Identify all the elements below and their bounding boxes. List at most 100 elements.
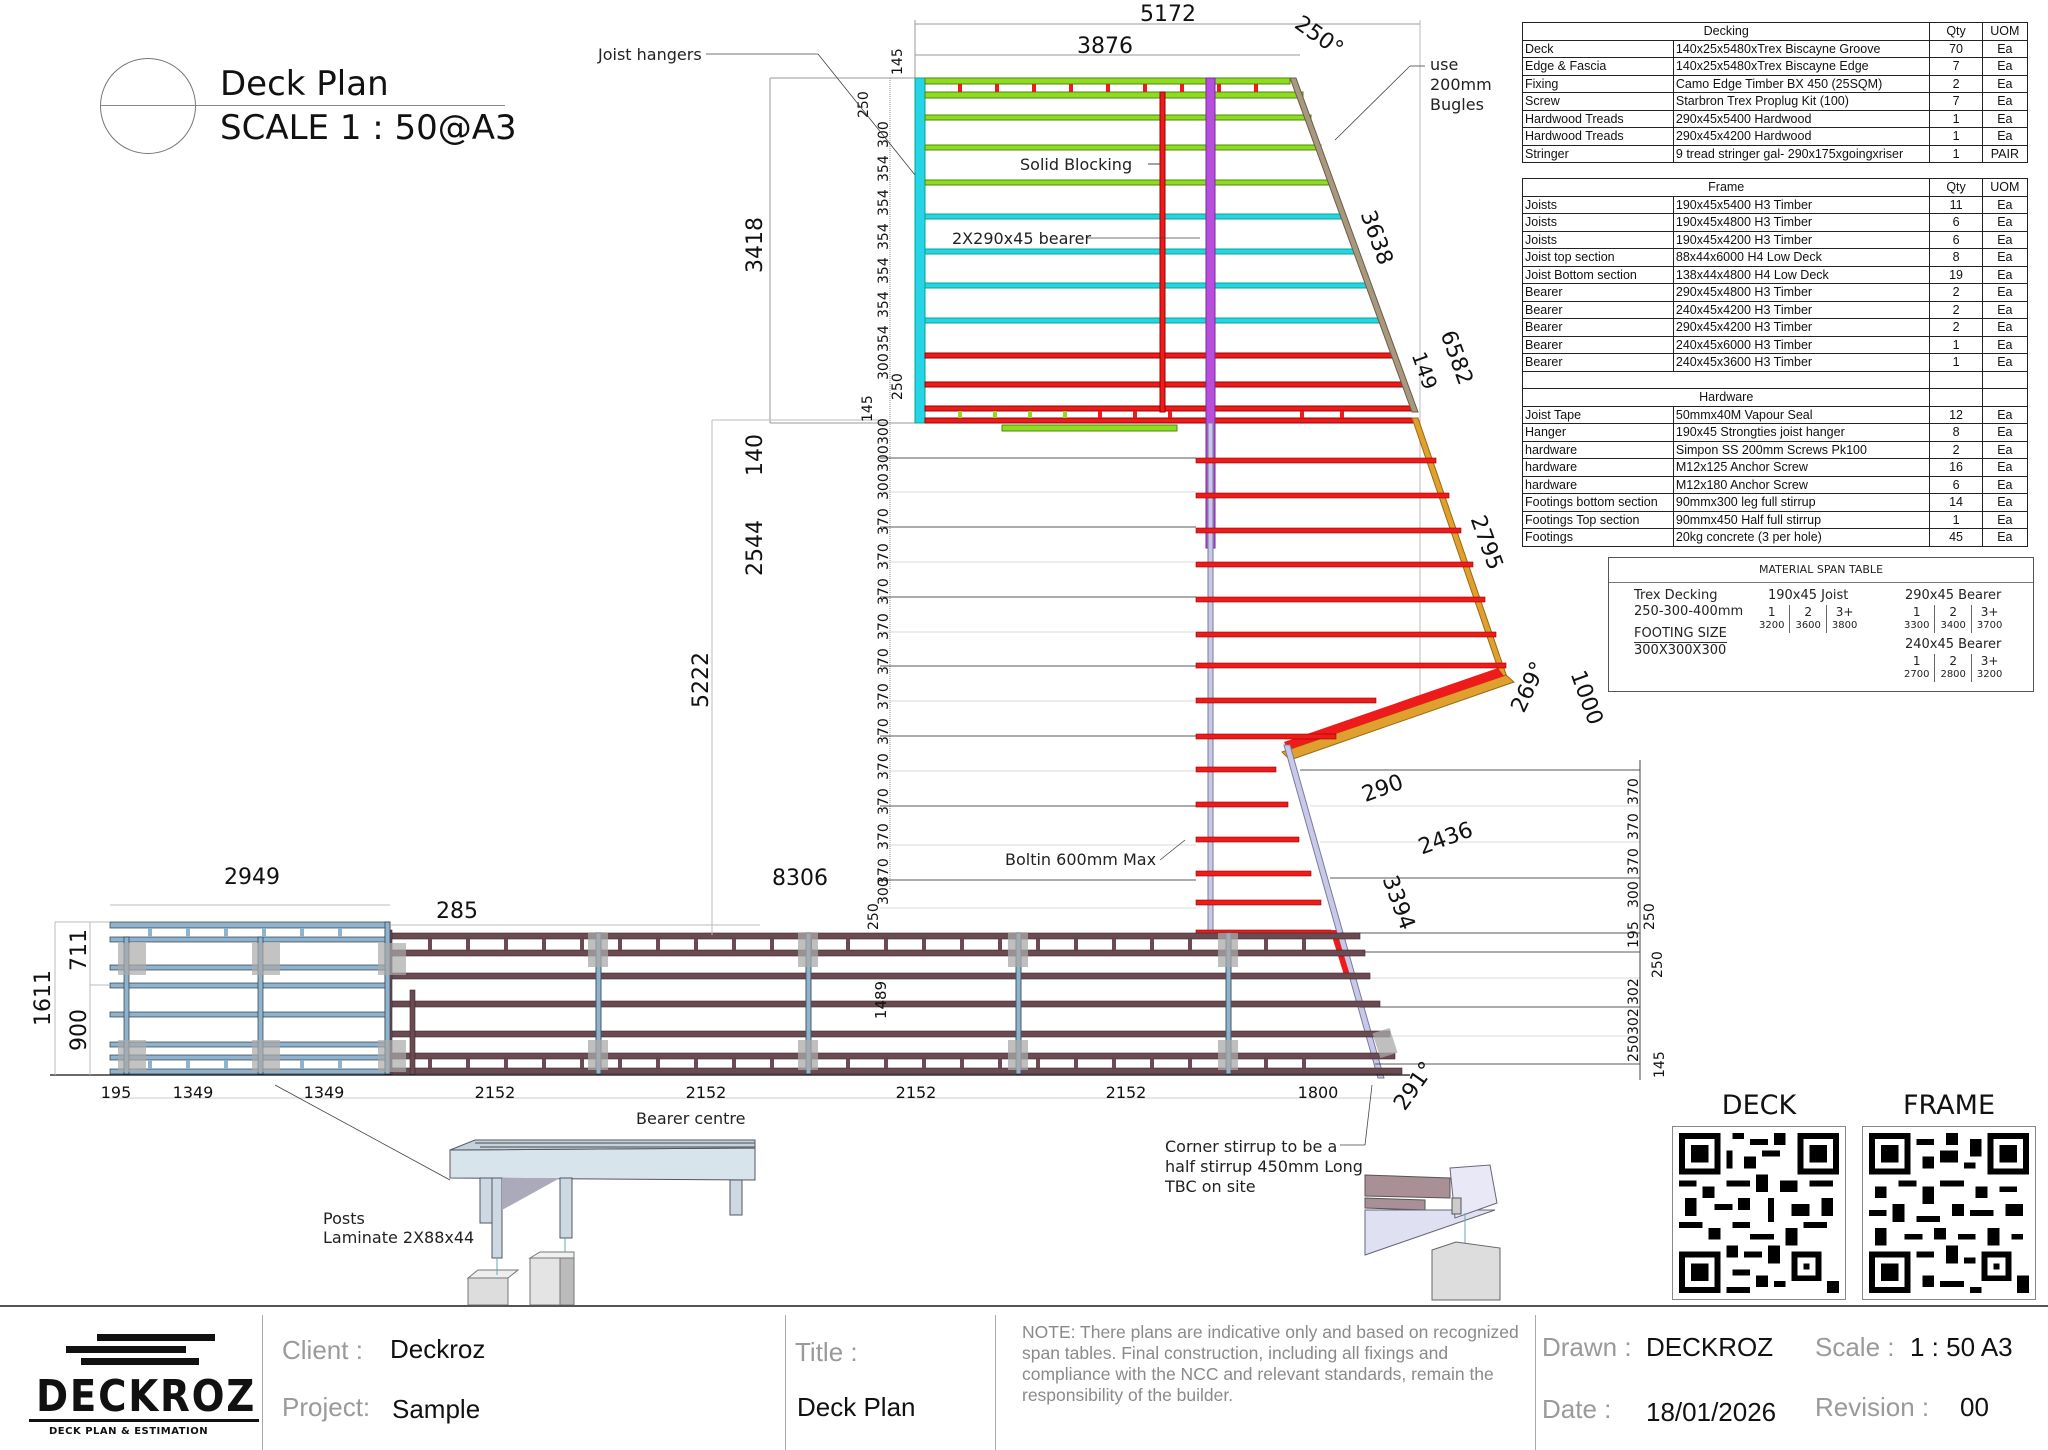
svg-text:145: 145 xyxy=(890,48,906,75)
drawn-label: Drawn : xyxy=(1542,1332,1632,1362)
svg-text:300: 300 xyxy=(876,418,892,445)
svg-text:250: 250 xyxy=(1642,903,1658,930)
svg-text:5222: 5222 xyxy=(689,652,714,708)
svg-text:370: 370 xyxy=(876,718,892,745)
span-footing-size: 300X300X300 xyxy=(1634,643,1727,658)
deck-qr-block: DECK xyxy=(1672,1090,1846,1305)
svg-text:200mm: 200mm xyxy=(1430,75,1492,94)
deck-qr-label: DECK xyxy=(1721,1090,1797,1121)
svg-text:Boltin 600mm Max: Boltin 600mm Max xyxy=(1005,850,1156,869)
svg-text:300: 300 xyxy=(1626,881,1642,908)
deck-qr-code-icon[interactable] xyxy=(1672,1126,1846,1300)
svg-text:370: 370 xyxy=(876,508,892,535)
span-footing-label: FOOTING SIZE xyxy=(1634,626,1727,643)
svg-text:3876: 3876 xyxy=(1077,34,1133,59)
svg-text:250°: 250° xyxy=(1290,11,1348,62)
disclaimer-note: NOTE: There plans are indicative only an… xyxy=(1022,1322,1519,1405)
svg-text:370: 370 xyxy=(876,648,892,675)
svg-text:370: 370 xyxy=(876,613,892,640)
svg-text:2949: 2949 xyxy=(224,865,280,890)
revision-label: Revision : xyxy=(1815,1392,1930,1422)
logo-tagline: DECK PLAN & ESTIMATION xyxy=(49,1426,209,1437)
svg-text:354: 354 xyxy=(876,291,892,318)
svg-text:1000: 1000 xyxy=(1565,667,1608,728)
svg-text:half stirrup 450mm Long: half stirrup 450mm Long xyxy=(1165,1157,1363,1176)
svg-text:290: 290 xyxy=(1359,770,1407,808)
svg-text:370: 370 xyxy=(876,683,892,710)
svg-text:TBC on site: TBC on site xyxy=(1164,1177,1256,1196)
svg-text:300: 300 xyxy=(876,353,892,380)
svg-text:5172: 5172 xyxy=(1140,2,1196,27)
svg-text:300: 300 xyxy=(876,445,892,472)
svg-text:711: 711 xyxy=(67,929,92,971)
svg-text:354: 354 xyxy=(876,257,892,284)
svg-text:354: 354 xyxy=(876,325,892,352)
svg-text:354: 354 xyxy=(876,189,892,216)
title-label: Title : xyxy=(795,1337,858,1367)
svg-text:1800: 1800 xyxy=(1298,1083,1339,1102)
svg-text:300: 300 xyxy=(876,878,892,905)
left-deck-frame xyxy=(50,419,1410,1099)
svg-text:250: 250 xyxy=(866,903,882,930)
svg-text:1489: 1489 xyxy=(872,981,890,1019)
svg-text:1349: 1349 xyxy=(304,1083,345,1102)
project-value: Sample xyxy=(392,1394,481,1424)
frame-qr-code-icon[interactable] xyxy=(1862,1126,2036,1300)
svg-text:Joist hangers: Joist hangers xyxy=(597,45,702,64)
svg-text:140: 140 xyxy=(743,434,768,476)
svg-text:Bearer centre: Bearer centre xyxy=(636,1109,745,1128)
svg-text:300: 300 xyxy=(876,121,892,148)
corner-stirrup-illustration xyxy=(1364,1164,1501,1301)
svg-text:250: 250 xyxy=(1626,1035,1642,1062)
svg-text:2X290x45 bearer: 2X290x45 bearer xyxy=(952,229,1091,248)
plan-name: Deck Plan xyxy=(220,64,389,104)
svg-text:2152: 2152 xyxy=(896,1083,937,1102)
client-value: Deckroz xyxy=(390,1334,486,1364)
svg-text:Bugles: Bugles xyxy=(1430,95,1484,114)
svg-text:370: 370 xyxy=(876,823,892,850)
scale-value: 1 : 50 A3 xyxy=(1910,1332,2013,1362)
material-span-table: MATERIAL SPAN TABLE Trex Decking 250-300… xyxy=(1608,557,2034,692)
frame-qr-label: FRAME xyxy=(1902,1090,1996,1121)
deckroz-logo: DECKROZ DECK PLAN & ESTIMATION xyxy=(14,1329,264,1437)
svg-text:2436: 2436 xyxy=(1415,818,1476,861)
title-value: Deck Plan xyxy=(797,1392,916,1422)
svg-text:2544: 2544 xyxy=(743,520,768,576)
svg-text:Corner stirrup to be a: Corner stirrup to be a xyxy=(1165,1137,1337,1156)
svg-text:3394: 3394 xyxy=(1377,872,1420,933)
svg-text:2152: 2152 xyxy=(475,1083,516,1102)
svg-text:300: 300 xyxy=(876,473,892,500)
post-detail-illustration xyxy=(449,1139,756,1306)
svg-text:145: 145 xyxy=(860,395,876,422)
svg-text:2152: 2152 xyxy=(1106,1083,1147,1102)
svg-text:370: 370 xyxy=(1626,813,1642,840)
middle-deck-frame xyxy=(880,417,1641,1080)
drawn-value: DECKROZ xyxy=(1646,1332,1774,1362)
date-label: Date : xyxy=(1542,1394,1612,1424)
revision-value: 00 xyxy=(1960,1392,1989,1422)
svg-text:302: 302 xyxy=(1626,1008,1642,1035)
span-decking-spacing: 250-300-400mm xyxy=(1634,604,1744,619)
svg-text:250: 250 xyxy=(856,91,872,118)
svg-text:900: 900 xyxy=(67,1009,92,1051)
svg-text:195: 195 xyxy=(101,1083,132,1102)
svg-text:149: 149 xyxy=(1407,349,1443,393)
